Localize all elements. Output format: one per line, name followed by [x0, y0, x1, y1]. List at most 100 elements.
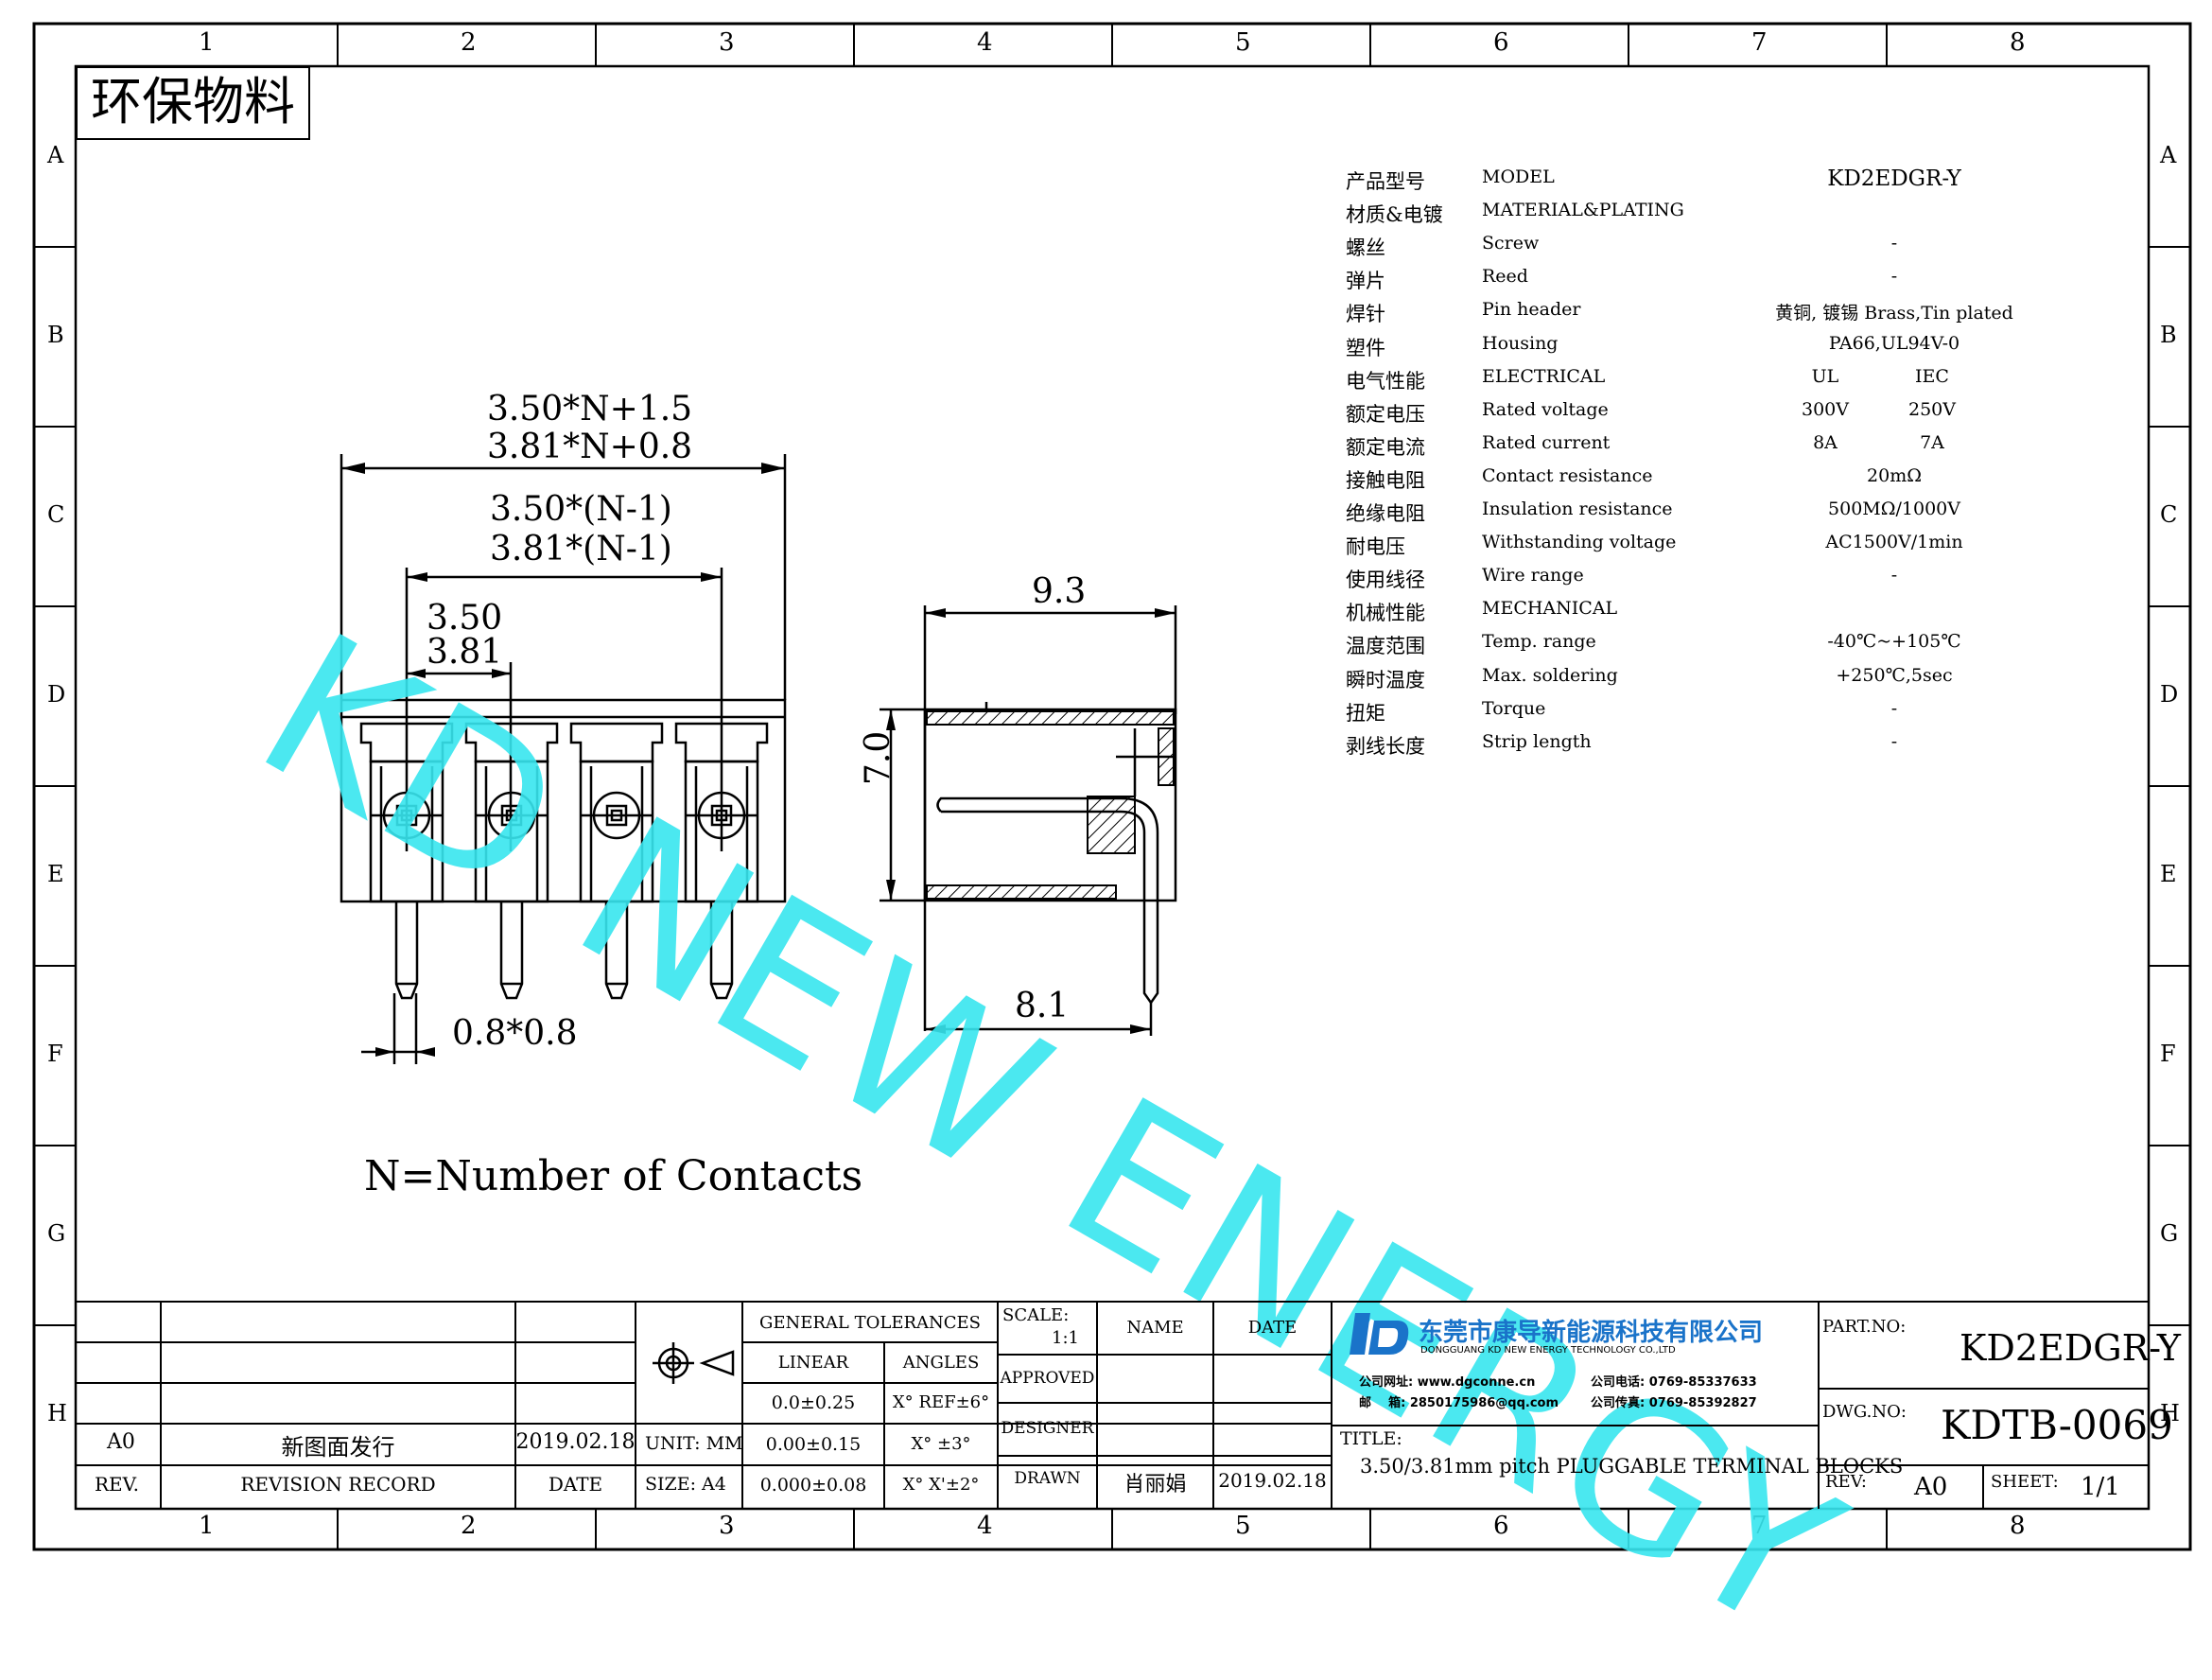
spec-value: - [1890, 233, 1898, 254]
company-name-cn: 东莞市康导新能源科技有限公司 [1419, 1319, 1764, 1347]
row-label: E [2160, 861, 2177, 887]
tol-angle-1: X° REF±6° [892, 1392, 990, 1412]
col-label: 5 [1235, 1512, 1251, 1540]
spec-label-cn: 绝缘电阻 [1346, 502, 1425, 525]
row-label: D [47, 681, 66, 708]
dim-span-1: 3.50*(N-1) [490, 490, 672, 529]
spec-label-en: Insulation resistance [1482, 499, 1673, 519]
title-block-grid [76, 1301, 2149, 1509]
approved-label: APPROVED [1000, 1369, 1095, 1388]
dwg-no-value: KDTB-0069 [1941, 1402, 2173, 1448]
part-no-label: PART.NO: [1822, 1317, 1907, 1337]
eco-material-stamp: 环保物料 [76, 66, 310, 140]
col-label: 2 [461, 28, 477, 57]
spec-value: 300V [1802, 398, 1849, 420]
sheet-value: 1/1 [2081, 1473, 2120, 1501]
col-label: 8 [2010, 1512, 2026, 1540]
row-label: H [47, 1400, 67, 1426]
spec-label-cn: 额定电流 [1346, 435, 1425, 459]
spec-label-cn: 焊针 [1346, 303, 1385, 326]
spec-label-en: Wire range [1482, 565, 1584, 586]
tol-linear-3: 0.000±0.08 [759, 1475, 867, 1496]
spec-label-en: Screw [1482, 233, 1540, 254]
col-label: 6 [1493, 28, 1509, 57]
tol-linear-2: 0.00±0.15 [765, 1434, 862, 1455]
dim-span-2: 3.81*(N-1) [490, 530, 672, 569]
contact [674, 722, 769, 1000]
spec-label-en: Reed [1482, 266, 1528, 288]
projection-symbol [653, 1342, 735, 1384]
row-label: E [47, 861, 64, 887]
col-label: 4 [977, 1512, 993, 1540]
spec-value: 8A [1813, 431, 1838, 453]
spec-row: 焊针 Pin header 黄铜, 镀锡 Brass,Tin plated [1346, 299, 2102, 332]
spec-value: 500MΩ/1000V [1828, 499, 1960, 519]
designer-label: DESIGNER [1001, 1419, 1094, 1438]
col-label: 5 [1235, 28, 1251, 57]
spec-label-en: Pin header [1482, 299, 1581, 321]
spec-value: - [1890, 565, 1898, 586]
drawn-label: DRAWN [1014, 1469, 1081, 1488]
spec-label-en: Housing [1482, 332, 1559, 354]
spec-label-cn: 产品型号 [1346, 170, 1425, 193]
spec-label-en: Max. soldering [1482, 664, 1618, 686]
row-label: G [47, 1220, 66, 1247]
col-label: 2 [461, 1512, 477, 1540]
spec-label-en: Temp. range [1482, 631, 1596, 653]
dim-pin-size: 0.8*0.8 [452, 1014, 578, 1053]
dim-overall-2: 3.81*N+0.8 [487, 428, 693, 466]
dim-overall-1: 3.50*N+1.5 [487, 390, 693, 429]
linear-header: LINEAR [777, 1353, 849, 1373]
angles-header: ANGLES [902, 1353, 980, 1373]
tol-angle-2: X° ±3° [911, 1434, 971, 1454]
spec-label-en: MECHANICAL [1482, 598, 1618, 620]
dim-pitch-2: 3.81 [427, 633, 503, 672]
col-label: 8 [2010, 28, 2026, 57]
title-label: TITLE: [1340, 1428, 1402, 1449]
contacts-note: N=Number of Contacts [364, 1152, 863, 1200]
revision-date-header: DATE [548, 1473, 603, 1496]
tol-linear-1: 0.0±0.25 [771, 1392, 856, 1413]
rev-header: REV. [95, 1473, 139, 1496]
spec-value: +250℃,5sec [1836, 664, 1953, 686]
date-header: DATE [1247, 1318, 1298, 1338]
revision-record-header: REVISION RECORD [240, 1473, 436, 1496]
company-name-en: DONGGUANG KD NEW ENERGY TECHNOLOGY CO.,L… [1420, 1345, 1676, 1356]
general-tolerances-header: GENERAL TOLERANCES [758, 1313, 982, 1333]
spec-value: -40℃~+105℃ [1827, 631, 1961, 653]
revision-record-value: 新图面发行 [281, 1434, 395, 1461]
spec-value: 20mΩ [1867, 464, 1922, 486]
col-label: 1 [199, 1512, 215, 1540]
spec-row: 产品型号 MODEL KD2EDGR-Y [1346, 166, 2102, 200]
revision-date-value: 2019.02.18 [515, 1430, 636, 1454]
drawing-frame [32, 22, 2192, 1551]
side-view-drawing [880, 605, 1177, 1036]
row-label: B [2160, 322, 2177, 348]
company-fax: 公司传真: 0769-85392827 [1591, 1396, 1757, 1410]
dwg-no-label: DWG.NO: [1822, 1402, 1907, 1422]
row-label: B [47, 322, 64, 348]
spec-label-en: MODEL [1482, 166, 1555, 187]
contact [569, 722, 664, 1000]
front-view-drawing [340, 454, 787, 1064]
spec-value: KD2EDGR-Y [1827, 166, 1961, 191]
spec-label-en: ELECTRICAL [1482, 365, 1606, 387]
row-label: D [2160, 681, 2179, 708]
col-label: 3 [719, 1512, 735, 1540]
spec-row: 绝缘电阻 Insulation resistance 500MΩ/1000V [1346, 499, 2102, 532]
spec-value: UL [1811, 365, 1839, 387]
spec-value: - [1890, 266, 1898, 288]
col-label: 1 [199, 28, 215, 57]
spec-label-en: Rated current [1482, 431, 1611, 453]
row-label: A [2160, 142, 2177, 168]
spec-label-cn: 扭矩 [1346, 701, 1385, 725]
spec-value: 黄铜, 镀锡 Brass,Tin plated [1775, 303, 2013, 324]
